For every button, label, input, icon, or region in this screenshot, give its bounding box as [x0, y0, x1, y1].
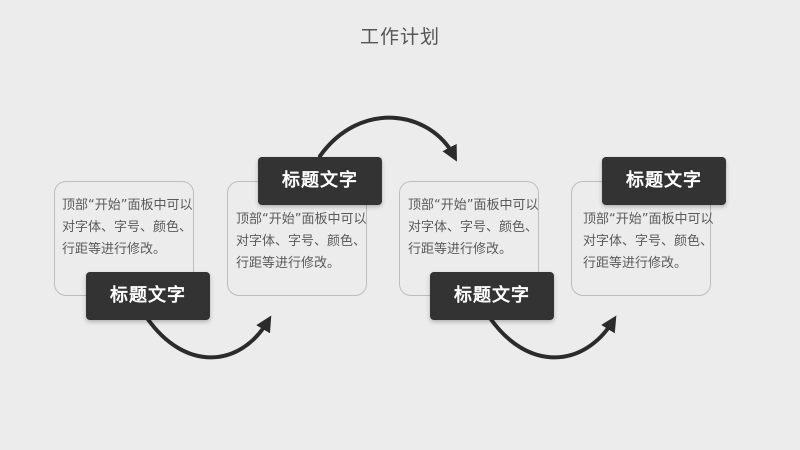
step-heading-2: 标题文字 [258, 157, 382, 205]
step-body-2: 顶部“开始”面板中可以对字体、字号、颜色、行距等进行修改。 [236, 212, 367, 271]
step-body-1: 顶部“开始”面板中可以对字体、字号、颜色、行距等进行修改。 [62, 198, 193, 257]
arrow-3 [488, 315, 617, 360]
arrow-1 [145, 315, 272, 360]
step-body-4: 顶部“开始”面板中可以对字体、字号、颜色、行距等进行修改。 [583, 212, 714, 271]
page-title: 工作计划 [359, 26, 440, 48]
step-heading-3: 标题文字 [430, 272, 554, 320]
step-heading-1: 标题文字 [86, 272, 210, 320]
step-heading-4: 标题文字 [602, 157, 726, 205]
arrow-2 [318, 115, 457, 162]
step-body-3: 顶部“开始”面板中可以对字体、字号、颜色、行距等进行修改。 [408, 198, 539, 257]
